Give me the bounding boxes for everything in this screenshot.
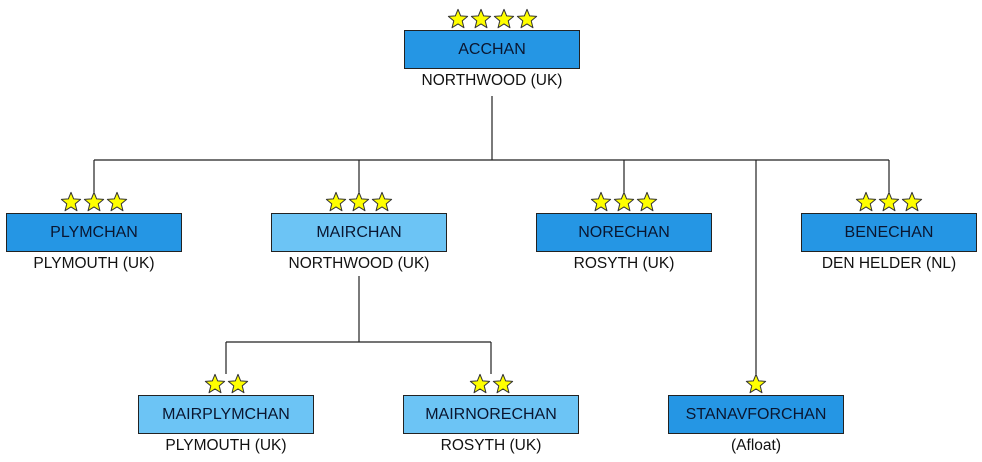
star-icon (590, 191, 612, 212)
star-icon (348, 191, 370, 212)
star-icon (83, 191, 105, 212)
rank-stars (138, 373, 314, 395)
unit-name: MAIRNORECHAN (425, 405, 557, 423)
unit-plymchan: PLYMCHAN PLYMOUTH (UK) (6, 191, 182, 273)
star-icon (227, 373, 248, 394)
unit-box: ACCHAN (404, 30, 580, 69)
unit-name: PLYMCHAN (50, 223, 138, 241)
rank-stars (6, 191, 182, 213)
unit-location: PLYMOUTH (UK) (165, 437, 287, 454)
star-icon (325, 191, 347, 212)
star-icon (636, 191, 658, 212)
unit-mairchan: MAIRCHAN NORTHWOOD (UK) (271, 191, 447, 273)
star-icon (470, 8, 491, 29)
unit-stanavforchan: STANAVFORCHAN (Afloat) (668, 373, 844, 455)
star-icon (447, 8, 468, 29)
rank-stars (403, 373, 579, 395)
rank-stars (271, 191, 447, 213)
unit-name: ACCHAN (458, 40, 526, 58)
unit-location: ROSYTH (UK) (573, 255, 675, 272)
unit-location: DEN HELDER (NL) (821, 255, 957, 272)
unit-name: MAIRCHAN (316, 223, 402, 241)
star-icon (492, 373, 513, 394)
unit-location: ROSYTH (UK) (440, 437, 542, 454)
star-icon (204, 373, 225, 394)
star-icon (371, 191, 393, 212)
unit-box: MAIRPLYMCHAN (138, 395, 314, 434)
star-icon (106, 191, 128, 212)
rank-stars (801, 191, 977, 213)
unit-box: BENECHAN (801, 213, 977, 252)
unit-box: NORECHAN (536, 213, 712, 252)
rank-stars (404, 8, 580, 30)
star-icon (493, 8, 514, 29)
unit-location: (Afloat) (731, 437, 781, 454)
unit-box: STANAVFORCHAN (668, 395, 844, 434)
unit-name: STANAVFORCHAN (685, 405, 827, 423)
star-icon (60, 191, 82, 212)
unit-mairplymchan: MAIRPLYMCHAN PLYMOUTH (UK) (138, 373, 314, 455)
unit-name: BENECHAN (844, 223, 934, 241)
unit-name: MAIRPLYMCHAN (162, 405, 290, 423)
unit-box: PLYMCHAN (6, 213, 182, 252)
unit-norechan: NORECHAN ROSYTH (UK) (536, 191, 712, 273)
unit-mairnorechan: MAIRNORECHAN ROSYTH (UK) (403, 373, 579, 455)
unit-box: MAIRCHAN (271, 213, 447, 252)
unit-location: NORTHWOOD (UK) (421, 72, 563, 89)
star-icon (469, 373, 490, 394)
unit-name: NORECHAN (578, 223, 670, 241)
unit-location: NORTHWOOD (UK) (288, 255, 430, 272)
star-icon (901, 191, 923, 212)
star-icon (613, 191, 635, 212)
unit-location: PLYMOUTH (UK) (33, 255, 155, 272)
rank-stars (668, 373, 844, 395)
rank-stars (536, 191, 712, 213)
star-icon (516, 8, 537, 29)
star-icon (878, 191, 900, 212)
star-icon (745, 373, 767, 394)
unit-acchan: ACCHAN NORTHWOOD (UK) (404, 8, 580, 90)
unit-box: MAIRNORECHAN (403, 395, 579, 434)
unit-benechan: BENECHAN DEN HELDER (NL) (801, 191, 977, 273)
star-icon (855, 191, 877, 212)
